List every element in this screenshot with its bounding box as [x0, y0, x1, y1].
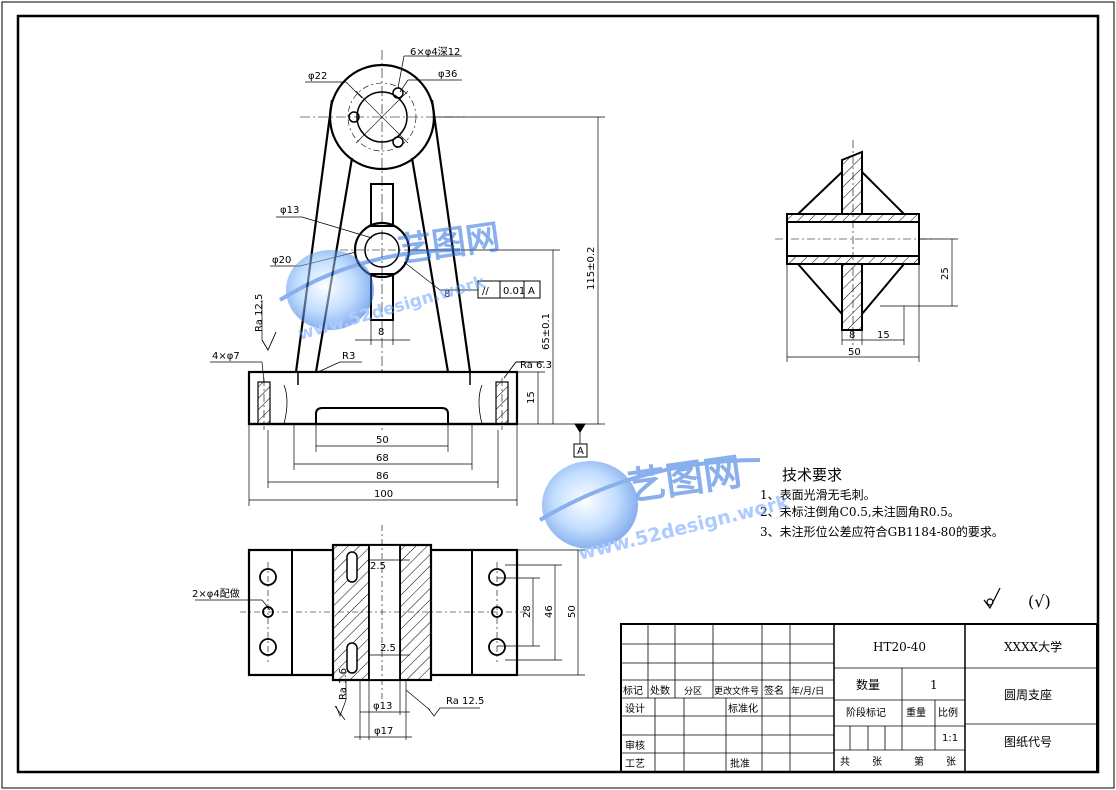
label-ra63: Ra 6.3 [520, 360, 552, 371]
tb-review: 审核 [625, 739, 645, 752]
label-d20: φ20 [272, 255, 291, 266]
side-view [775, 140, 958, 362]
watermark-2: 艺图网 www.52design.work [538, 449, 792, 565]
tb-drawing-no: 图纸代号 [1004, 735, 1052, 749]
tb-rev-count: 处数 [650, 684, 670, 697]
tech-requirements: 技术要求 1、表面光滑无毛刺。 2、未标注倒角C0.5,未注圆角R0.5。 3、… [760, 466, 1004, 539]
label-dim-8b: 8 [378, 327, 384, 338]
label-datum-a: A [577, 446, 584, 457]
label-w68: 68 [376, 453, 389, 464]
tb-approve: 批准 [730, 757, 750, 770]
label-ra16: Ra 1.6 [338, 668, 349, 700]
label-d36: φ36 [438, 69, 457, 80]
front-view [210, 50, 605, 506]
tb-sheet-total: 共 [840, 756, 850, 768]
label-side-25: 25 [940, 267, 951, 280]
tb-rev-mark: 标记 [623, 685, 643, 697]
tb-standard: 标准化 [728, 702, 758, 715]
tech-item-3: 3、未注形位公差应符合GB1184-80的要求。 [760, 524, 1004, 539]
tb-sheet-unit2: 张 [946, 756, 956, 768]
tech-item-2: 2、未标注倒角C0.5,未注圆角R0.5。 [760, 504, 960, 519]
label-d22: φ22 [308, 71, 327, 82]
tb-rev-doc: 更改文件号 [714, 685, 759, 697]
watermark-brand-1: 艺图网 [396, 217, 503, 271]
tb-process: 工艺 [625, 758, 645, 770]
label-side-15: 15 [877, 330, 890, 341]
tb-sheet-no: 第 [914, 755, 924, 768]
tb-weight: 重量 [906, 706, 926, 719]
roughness-note: (√) [1028, 592, 1051, 611]
label-w86: 86 [376, 471, 389, 482]
tb-design: 设计 [625, 702, 645, 715]
label-h15: 15 [526, 391, 537, 404]
title-block [620, 623, 1098, 773]
label-top-28: 28 [522, 605, 533, 618]
label-w100: 100 [374, 489, 393, 500]
label-side-50: 50 [848, 347, 861, 358]
tb-rev-date: 年/月/日 [791, 685, 824, 697]
label-r3: R3 [342, 351, 355, 362]
label-top-25b: 2.5 [380, 643, 396, 654]
tb-scale-label: 比例 [938, 706, 958, 719]
title-block-text: HT20-40 XXXX大学 圆周支座 图纸代号 数量 1 阶段标记 重量 比例… [623, 639, 1062, 770]
label-side-8: 8 [849, 330, 855, 341]
label-top-50: 50 [567, 605, 578, 618]
tb-stage: 阶段标记 [846, 706, 886, 719]
label-top-d13: φ13 [373, 701, 392, 712]
tech-title: 技术要求 [782, 466, 842, 484]
label-d13: φ13 [280, 205, 299, 216]
top-view [195, 525, 585, 740]
label-top-25a: 2.5 [370, 561, 386, 572]
label-h65: 65±0.1 [541, 313, 552, 350]
top-view-labels: 2×φ4配做 2.5 2.5 28 46 50 Ra 1.6 Ra 12.5 φ… [192, 561, 578, 737]
tb-rev-sign: 签名 [764, 684, 784, 697]
tech-item-1: 1、表面光滑无毛刺。 [760, 488, 876, 502]
front-view-labels: 6×φ4深12 φ36 φ22 φ13 φ20 Ra 12.5 4×φ7 R3 … [212, 46, 597, 500]
tb-part-name: 圆周支座 [1004, 687, 1052, 702]
tb-qty-label: 数量 [856, 677, 880, 692]
tol-value: 0.01 [503, 286, 525, 297]
label-holes-top: 6×φ4深12 [410, 46, 460, 58]
inner-border [16, 14, 1100, 774]
label-ra125: Ra 12.5 [254, 294, 265, 332]
label-holes-fit: 2×φ4配做 [192, 587, 240, 600]
side-view-labels: 25 8 15 50 [848, 267, 951, 358]
label-w50: 50 [376, 435, 389, 446]
label-top-ra125: Ra 12.5 [446, 696, 484, 707]
watermark-brand-2: 艺图网 [625, 449, 744, 508]
label-top-46: 46 [544, 605, 555, 618]
tb-material: HT20-40 [873, 640, 926, 654]
tb-sheet-unit1: 张 [872, 756, 882, 768]
tb-rev-zone: 分区 [684, 686, 702, 697]
tb-school: XXXX大学 [1004, 639, 1062, 654]
tb-scale-value: 1:1 [942, 733, 958, 744]
roughness-general-icon [983, 587, 1001, 610]
label-holes-base: 4×φ7 [212, 351, 240, 362]
label-dim-8a: 8 [444, 289, 450, 300]
tol-parallel: // [482, 286, 489, 297]
tb-qty-value: 1 [930, 678, 938, 692]
label-top-d17: φ17 [374, 726, 393, 737]
tol-datum: A [528, 286, 535, 297]
label-h115: 115±0.2 [586, 247, 597, 290]
